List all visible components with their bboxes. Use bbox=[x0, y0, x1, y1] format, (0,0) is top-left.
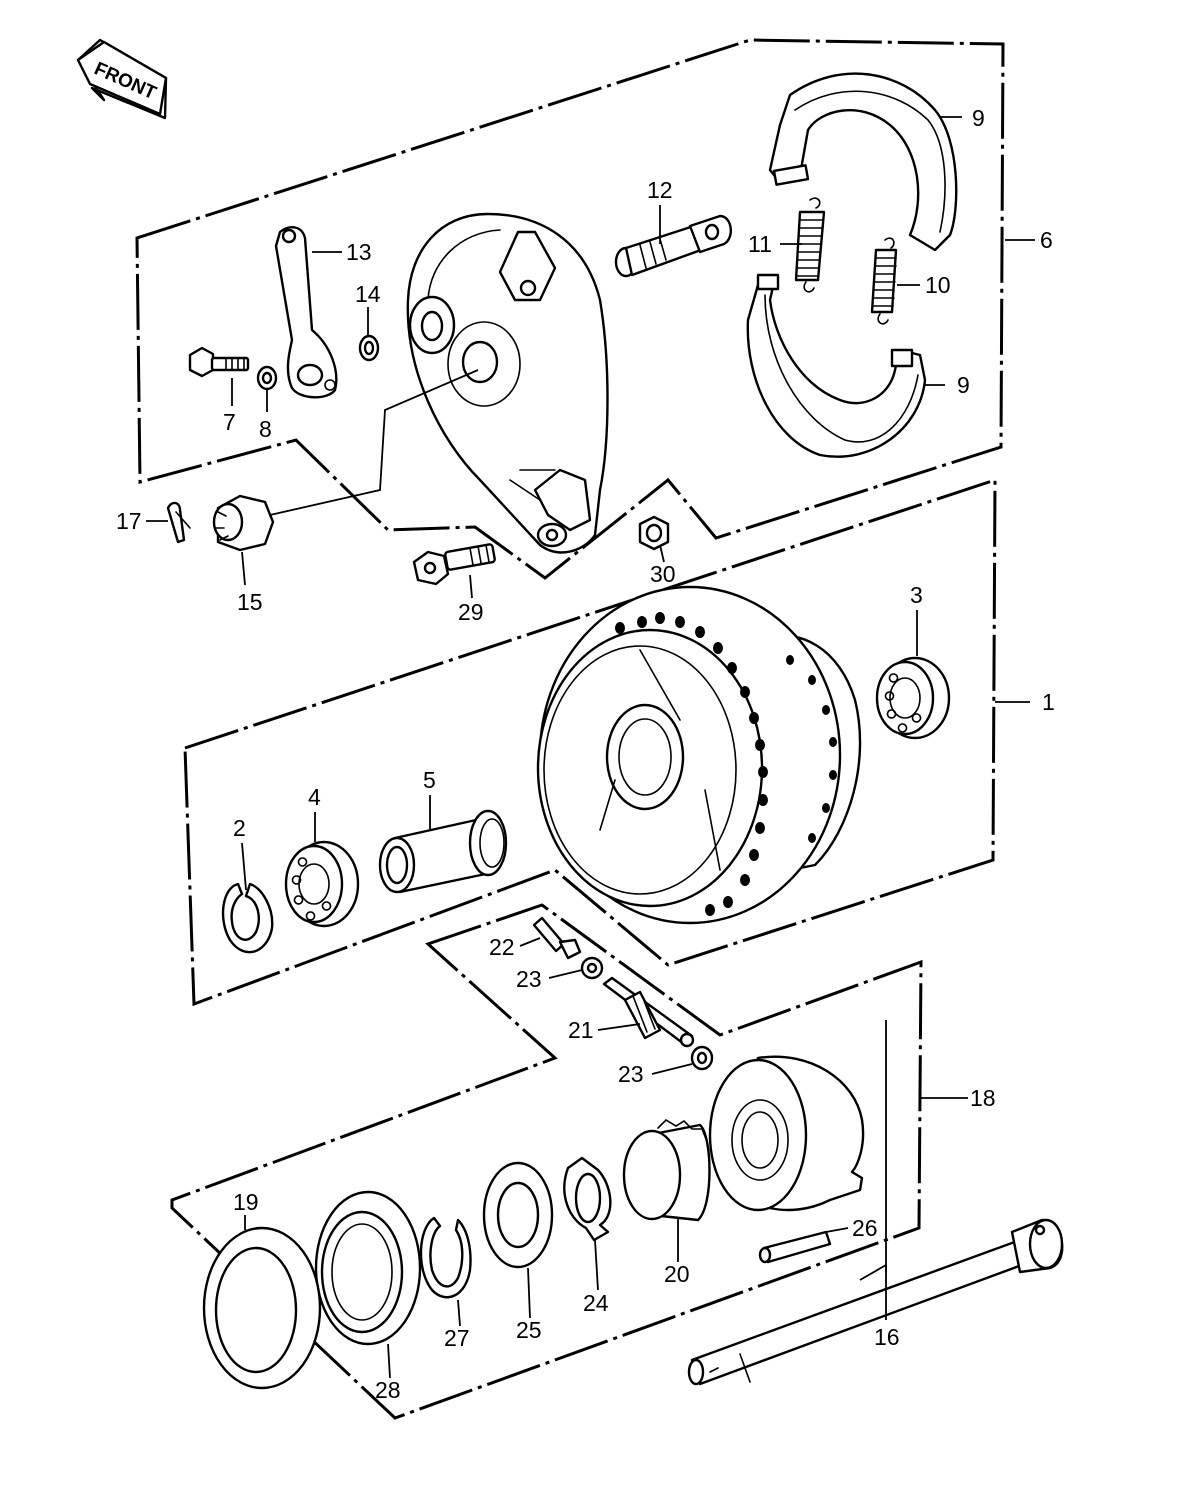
callout-9-lower: 9 bbox=[957, 372, 970, 398]
callout-3: 3 bbox=[910, 582, 923, 608]
callout-6: 6 bbox=[1040, 227, 1053, 253]
callout-23-upper: 23 bbox=[516, 966, 542, 992]
washer-25 bbox=[482, 1161, 554, 1269]
callout-numbers: 1 2 3 4 5 6 7 8 9 9 10 11 12 13 14 15 16… bbox=[116, 105, 1055, 1403]
oil-seal-28 bbox=[314, 1190, 422, 1346]
spring-10 bbox=[870, 237, 898, 325]
brake-shoe-lower bbox=[746, 273, 927, 458]
callout-19: 19 bbox=[233, 1189, 259, 1215]
spoke-holes bbox=[615, 612, 837, 916]
lock-washer-24 bbox=[563, 1156, 612, 1242]
callout-14: 14 bbox=[355, 281, 381, 307]
bearing-4 bbox=[284, 840, 360, 928]
brake-shoe-upper bbox=[768, 72, 958, 252]
brake-panel bbox=[406, 212, 609, 554]
washer-23-lower-hole bbox=[696, 1051, 708, 1065]
callout-27: 27 bbox=[444, 1325, 470, 1351]
callout-25: 25 bbox=[516, 1317, 542, 1343]
callout-9-upper: 9 bbox=[972, 105, 985, 131]
circlip-27 bbox=[419, 1216, 472, 1299]
castle-nut-15 bbox=[212, 494, 275, 552]
dust-seal-19 bbox=[202, 1226, 322, 1390]
callout-4: 4 bbox=[308, 784, 321, 810]
washer-23-upper-hole bbox=[586, 962, 598, 974]
cotter-pin-17 bbox=[166, 501, 191, 544]
bearing-3 bbox=[875, 656, 951, 740]
callout-11: 11 bbox=[748, 231, 772, 257]
circlip-2 bbox=[221, 882, 274, 954]
callout-18: 18 bbox=[970, 1085, 996, 1111]
callout-16: 16 bbox=[874, 1324, 900, 1350]
brake-panel-group-frame bbox=[135, 38, 1005, 580]
callout-22: 22 bbox=[489, 934, 515, 960]
callout-30: 30 bbox=[650, 561, 676, 587]
callout-28: 28 bbox=[375, 1377, 401, 1403]
callout-15: 15 bbox=[237, 589, 263, 615]
drive-gear-20 bbox=[622, 1118, 711, 1222]
callout-2: 2 bbox=[233, 815, 246, 841]
brake-cam bbox=[614, 214, 732, 278]
distance-collar-5 bbox=[378, 809, 508, 894]
leader-lines bbox=[146, 116, 1035, 1379]
pin-26 bbox=[758, 1230, 832, 1264]
spring-11 bbox=[794, 197, 826, 293]
ring-14-hole bbox=[363, 340, 375, 356]
callout-1: 1 bbox=[1042, 689, 1055, 715]
brake-cam-lever bbox=[274, 226, 338, 399]
callout-17: 17 bbox=[116, 508, 142, 534]
callout-23-lower: 23 bbox=[618, 1061, 644, 1087]
wheel-hub bbox=[536, 585, 862, 925]
front-arrow-badge: FRONT bbox=[76, 38, 168, 120]
drive-group-frame bbox=[170, 903, 923, 1420]
gear-shaft-21 bbox=[602, 976, 695, 1048]
fitting-22 bbox=[532, 916, 582, 960]
callout-12: 12 bbox=[647, 177, 673, 203]
axle-16 bbox=[687, 1218, 1064, 1386]
callout-20: 20 bbox=[664, 1261, 690, 1287]
callout-5: 5 bbox=[423, 767, 436, 793]
callout-13: 13 bbox=[346, 239, 372, 265]
callout-21: 21 bbox=[568, 1017, 594, 1043]
callout-8: 8 bbox=[259, 416, 272, 442]
gear-housing-18 bbox=[708, 1055, 865, 1212]
callout-7: 7 bbox=[223, 409, 236, 435]
hub-group-frame bbox=[183, 477, 997, 1007]
nut-30 bbox=[638, 515, 670, 551]
callout-26: 26 bbox=[852, 1215, 878, 1241]
bolt-7 bbox=[188, 346, 250, 378]
callout-24: 24 bbox=[583, 1290, 609, 1316]
callout-29: 29 bbox=[458, 599, 484, 625]
washer-8-hole bbox=[261, 371, 273, 385]
callout-10: 10 bbox=[925, 272, 951, 298]
bolt-29 bbox=[412, 543, 496, 586]
